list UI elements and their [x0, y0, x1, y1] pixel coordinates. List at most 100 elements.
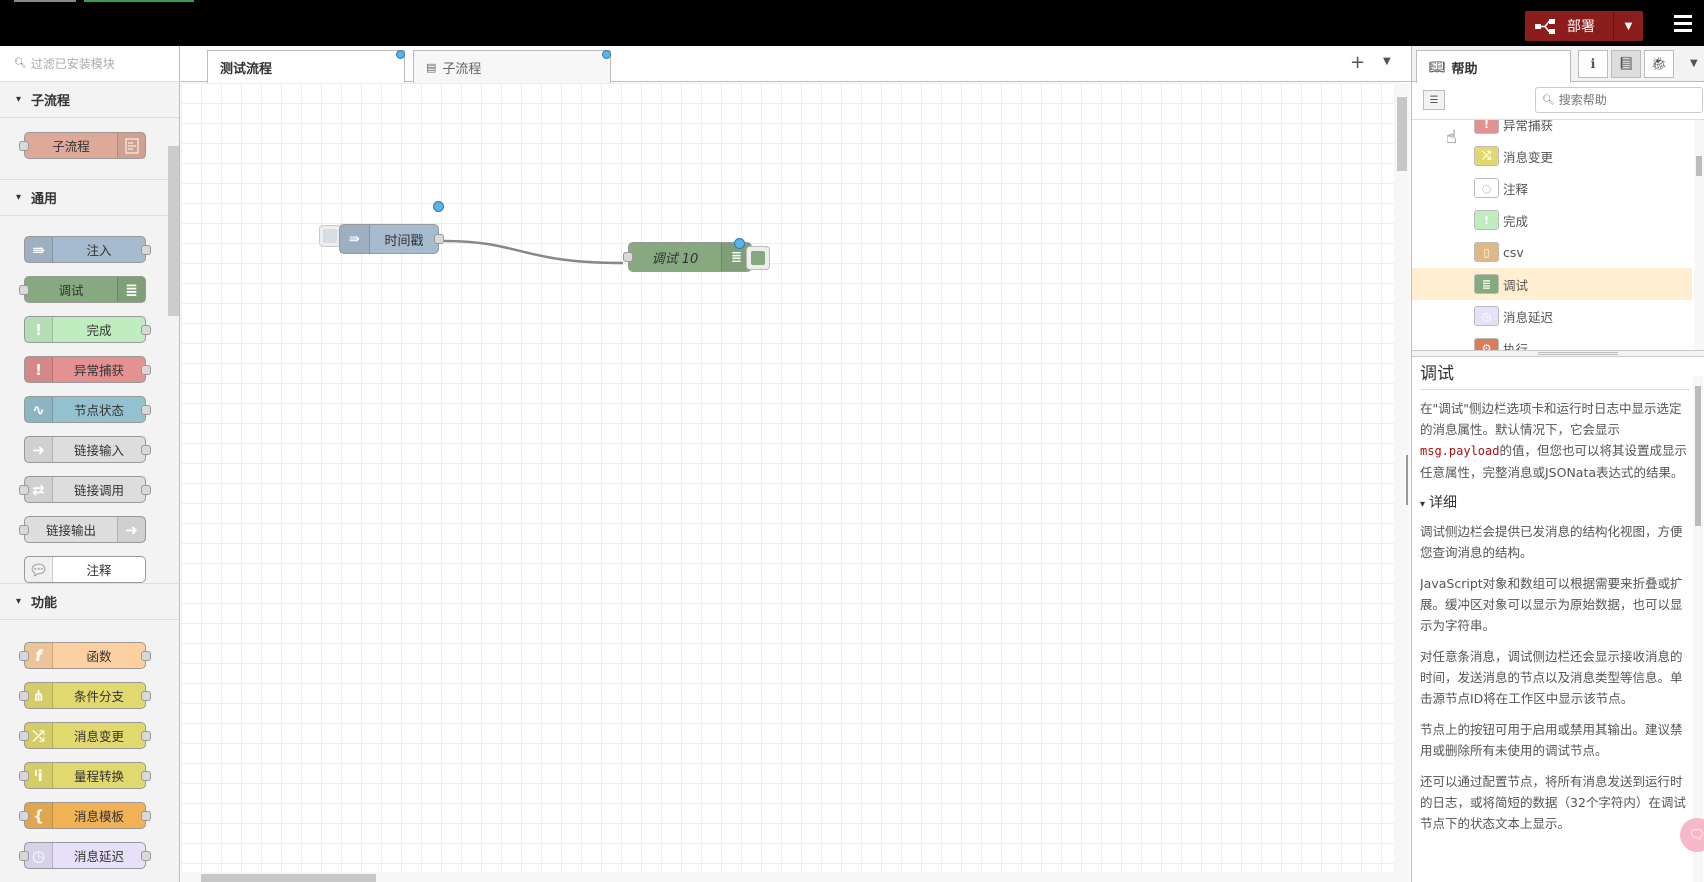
list-icon: ☰ — [1429, 94, 1439, 106]
flow-node-inject[interactable]: ⇛ 时间戳 — [339, 224, 444, 254]
help-tab-button[interactable]: 📘︎ — [1611, 50, 1641, 78]
window-tab-stub-active — [84, 0, 194, 2]
canvas-vertical-scrollbar[interactable] — [1394, 83, 1410, 872]
wire[interactable] — [181, 83, 1394, 872]
list-item-selected[interactable]: ≣调试 — [1412, 268, 1692, 300]
help-paragraph: JavaScript对象和数组可以根据需要来折叠或扩展。缓冲区对象可以显示为原始… — [1420, 576, 1683, 633]
link-call-icon: ⇄ — [25, 477, 53, 502]
header-bar: 部署 ▼ — [0, 0, 1704, 46]
palette-node-delay[interactable]: ◷消息延迟 — [19, 842, 151, 869]
list-item[interactable]: ▯csv — [1412, 236, 1692, 268]
list-item-label: 调试 — [1503, 277, 1529, 293]
list-item[interactable]: ⤮消息变更 — [1412, 140, 1692, 172]
category-label: 通用 — [31, 192, 58, 207]
changed-indicator — [602, 50, 611, 59]
tab-label: 帮助 — [1451, 61, 1478, 77]
help-search-input[interactable] — [1558, 93, 1689, 107]
list-item[interactable]: ◷消息延迟 — [1412, 300, 1692, 332]
palette-node-link-in[interactable]: ➜链接输入 — [24, 436, 151, 463]
palette-node-link-call[interactable]: ⇄ 链接调用 — [19, 476, 151, 503]
node-label: 链接调用 — [73, 483, 124, 498]
list-item[interactable]: !异常捕获 — [1412, 120, 1692, 140]
status-icon: ∿ — [25, 397, 53, 422]
list-item-label: 注释 — [1503, 181, 1529, 197]
catch-icon: ! — [25, 357, 53, 382]
inject-trigger-button[interactable] — [319, 225, 341, 247]
palette-node-link-out[interactable]: 链接输出➜ — [19, 516, 146, 543]
node-label: 子流程 — [52, 139, 90, 154]
search-icon: 🔍︎ — [1542, 94, 1555, 106]
sidebar-split-handle[interactable] — [1412, 350, 1704, 357]
change-icon: ⤮ — [25, 723, 53, 748]
node-label: 异常捕获 — [73, 363, 124, 378]
node-label: 量程转换 — [73, 769, 124, 784]
help-list-scrollbar[interactable] — [1694, 120, 1704, 350]
debug-toggle-button[interactable] — [746, 246, 770, 270]
add-flow-icon[interactable]: + — [1350, 52, 1366, 73]
list-item[interactable]: !完成 — [1412, 204, 1692, 236]
palette-node-subflow[interactable]: 子流程 — [19, 132, 146, 159]
bug-icon: 🐞︎ — [1650, 56, 1668, 72]
chevron-down-icon: ▾ — [16, 596, 22, 607]
palette-node-comment[interactable]: 💬︎注释 — [24, 556, 146, 583]
chevron-down-icon: ▾ — [16, 192, 22, 203]
tab-help[interactable]: 📖︎ 帮助 — [1416, 50, 1571, 83]
info-icon: ℹ — [1590, 56, 1596, 72]
palette-node-complete[interactable]: !完成 — [24, 316, 151, 343]
canvas-horizontal-scrollbar[interactable] — [181, 872, 1410, 882]
palette-node-switch[interactable]: ⋔条件分支 — [19, 682, 151, 709]
list-item-label: 完成 — [1503, 213, 1529, 229]
mouse-cursor-icon: ☝ — [1446, 127, 1457, 148]
palette-node-template[interactable]: {消息模板 — [19, 802, 151, 829]
palette-node-catch[interactable]: ! 异常捕获 — [24, 356, 151, 383]
assistant-bubble-icon[interactable]: 🗨︎ — [1680, 818, 1704, 852]
palette-search[interactable]: 🔍︎ 过滤已安装模块 — [0, 46, 179, 82]
help-paragraph: 在"调试"侧边栏选项卡和运行时日志中显示选定的消息属性。默认情况下，它会显示ms… — [1420, 401, 1687, 480]
palette-node-range[interactable]: ⁱi 量程转换 — [19, 762, 151, 789]
inject-icon: ⇛ — [340, 225, 370, 253]
flow-node-debug[interactable]: 调试 10 ≣ — [623, 242, 752, 272]
palette-node-change[interactable]: ⤮ 消息变更 — [19, 722, 151, 749]
node-label: 调试 10 — [651, 251, 699, 267]
help-scrollbar[interactable] — [1693, 376, 1703, 882]
toc-toggle-button[interactable]: ☰ — [1423, 90, 1445, 110]
palette-node-debug[interactable]: 调试≣ — [19, 276, 146, 303]
flow-list-chevron-icon[interactable]: ▼ — [1383, 56, 1391, 67]
book-icon: 📖︎ — [1429, 59, 1446, 75]
help-toolbar: ☰ 🔍︎ — [1412, 82, 1704, 120]
palette-category-function[interactable]: ▾功能 — [0, 584, 179, 620]
help-paragraph: 调试侧边栏会提供已发消息的结构化视图，方便您查询消息的结构。 — [1420, 524, 1683, 560]
sidebar-menu-chevron-icon[interactable]: ▼ — [1690, 58, 1698, 69]
palette-node-inject[interactable]: ⇛注入 — [24, 236, 151, 263]
sidebar-resize-handle[interactable] — [1406, 455, 1408, 505]
node-label: 注入 — [86, 243, 112, 258]
list-item[interactable]: ○注释 — [1412, 172, 1692, 204]
main-menu-icon[interactable] — [1674, 15, 1692, 35]
catch-icon: ! — [1474, 120, 1499, 134]
node-label: 消息模板 — [73, 809, 124, 824]
node-label: 时间戳 — [384, 233, 424, 249]
tab-test-flow[interactable]: 测试流程 — [207, 50, 405, 83]
palette-category-body: 子流程 — [0, 118, 179, 180]
palette-category-subflow[interactable]: ▾子流程 — [0, 82, 179, 118]
sidebar: 📖︎ 帮助 ℹ 📘︎ 🐞︎ ▼ ☰ 🔍︎ !异常捕获 ⤮消息变更 ○注释 !完成… — [1411, 46, 1704, 882]
tab-subflow[interactable]: ▤ 子流程 — [413, 50, 611, 83]
deploy-button[interactable]: 部署 ▼ — [1525, 11, 1643, 41]
help-paragraph: 还可以通过配置节点，将所有消息发送到运行时的日志，或将简短的数据（32个字符内）… — [1420, 774, 1686, 831]
chevron-down-icon: ▾ — [1420, 499, 1426, 510]
switch-icon: ⋔ — [25, 683, 53, 708]
list-item[interactable]: ⚙执行 — [1412, 332, 1692, 350]
palette-scrollbar[interactable] — [168, 146, 179, 316]
info-tab-button[interactable]: ℹ — [1578, 50, 1608, 78]
debug-tab-button[interactable]: 🐞︎ — [1644, 50, 1674, 78]
palette-node-status[interactable]: ∿节点状态 — [24, 396, 151, 423]
tab-label: 测试流程 — [220, 61, 273, 77]
node-label: 消息变更 — [73, 729, 124, 744]
help-search[interactable]: 🔍︎ — [1535, 87, 1703, 113]
deploy-menu-chevron-icon[interactable]: ▼ — [1624, 20, 1633, 32]
details-section-toggle[interactable]: ▾详细 — [1420, 495, 1458, 511]
range-icon: ⁱi — [25, 763, 53, 788]
flow-canvas[interactable]: ⇛ 时间戳 调试 10 ≣ — [181, 83, 1394, 872]
palette-category-common[interactable]: ▾ 通用 — [0, 180, 179, 216]
